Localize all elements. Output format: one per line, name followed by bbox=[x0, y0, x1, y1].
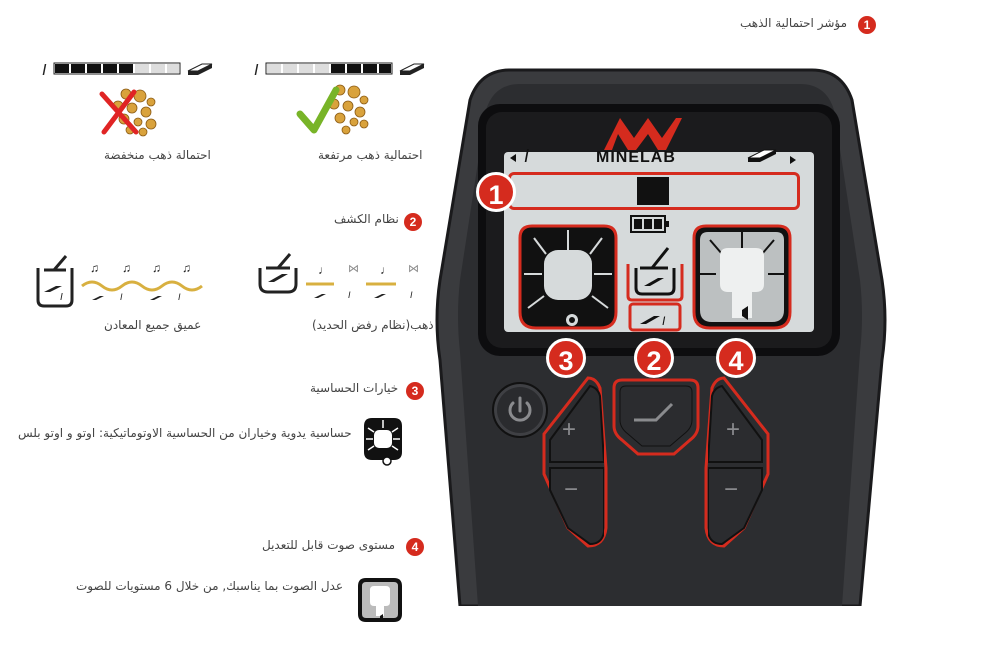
section-number-3: 3 bbox=[406, 382, 424, 400]
svg-text:I: I bbox=[254, 62, 259, 79]
svg-text:I: I bbox=[410, 290, 413, 300]
svg-text:♫: ♫ bbox=[90, 261, 99, 275]
sensitivity-plus-label: + bbox=[562, 416, 577, 443]
svg-text:⋈: ⋈ bbox=[408, 263, 419, 275]
gold-nuggets-check-icon bbox=[296, 84, 369, 135]
detect-mode-icon bbox=[634, 402, 674, 422]
volume-minus-button[interactable]: − bbox=[707, 466, 766, 546]
section-number-4: 4 bbox=[406, 538, 424, 556]
high-gold-indicator-bar: I bbox=[254, 62, 425, 79]
svg-text:♩: ♩ bbox=[380, 263, 392, 277]
lcd-gold-marker bbox=[747, 149, 796, 164]
svg-text:I: I bbox=[120, 292, 123, 302]
lcd-gold-probability-fill bbox=[637, 177, 669, 205]
volume-plus-button[interactable]: + bbox=[706, 384, 766, 464]
svg-text:♩: ♩ bbox=[318, 263, 330, 277]
volume-button-group bbox=[704, 376, 770, 548]
lcd-ferrous-marker: I bbox=[510, 146, 529, 166]
svg-text:♫: ♫ bbox=[122, 261, 131, 275]
sensitivity-description: حساسية يدوية وخياران من الحساسية الاوتوم… bbox=[18, 426, 352, 440]
svg-text:♫: ♫ bbox=[182, 261, 191, 275]
iron-reject-mode-icon: ♩ ♩ ⋈ ⋈ I I bbox=[258, 253, 419, 300]
deep-mode-icon: I ♫ ♫ ♫ ♫ I I bbox=[36, 255, 203, 308]
svg-text:I: I bbox=[524, 146, 529, 166]
volume-dial-icon bbox=[358, 578, 402, 622]
gold-nuggets-cross-icon bbox=[99, 88, 157, 137]
low-gold-caption: احتمالة ذهب منخفضة bbox=[104, 148, 211, 162]
svg-text:I: I bbox=[60, 292, 63, 303]
sensitivity-button-group bbox=[542, 376, 608, 548]
gold-indicator-title: مؤشر احتمالية الذهب bbox=[740, 16, 848, 30]
callout-badge-3: 3 bbox=[546, 338, 586, 378]
power-icon bbox=[508, 396, 532, 422]
sensitivity-dial-icon bbox=[364, 418, 402, 466]
deep-mode-caption: عميق جميع المعادن bbox=[104, 318, 202, 332]
lcd-detect-mode-indicator: I bbox=[626, 247, 684, 332]
lcd-gold-probability-bar bbox=[508, 172, 800, 210]
lcd-volume-dial bbox=[692, 224, 792, 330]
volume-description: عدل الصوت بما يناسبك, من خلال 6 مستويات … bbox=[76, 579, 344, 593]
iron-reject-mode-caption: ذهب(نظام رفض الحديد) bbox=[312, 318, 434, 332]
callout-badge-4: 4 bbox=[716, 338, 756, 378]
sensitivity-minus-label: − bbox=[564, 476, 579, 503]
svg-text:⋈: ⋈ bbox=[348, 263, 359, 275]
low-gold-indicator-bar: I bbox=[42, 62, 213, 79]
detect-mode-button[interactable] bbox=[612, 376, 700, 458]
volume-minus-label: − bbox=[724, 476, 739, 503]
battery-icon bbox=[630, 215, 669, 233]
svg-text:I: I bbox=[42, 62, 47, 79]
detect-mode-title: نظام الكشف bbox=[334, 212, 399, 226]
section-number-1: 1 bbox=[858, 16, 876, 34]
svg-text:I: I bbox=[178, 292, 181, 302]
sensitivity-minus-button[interactable]: − bbox=[546, 466, 605, 546]
svg-text:I: I bbox=[348, 290, 351, 300]
svg-text:♫: ♫ bbox=[152, 261, 161, 275]
high-gold-caption: احتمالية ذهب مرتفعة bbox=[318, 148, 423, 162]
callout-badge-2: 2 bbox=[634, 338, 674, 378]
volume-title: مستوى صوت قابل للتعديل bbox=[262, 538, 396, 552]
section-number-2: 2 bbox=[404, 213, 422, 231]
volume-plus-label: + bbox=[726, 416, 741, 443]
callout-badge-1: 1 bbox=[476, 172, 516, 212]
power-button[interactable] bbox=[492, 382, 548, 438]
minelab-logo bbox=[604, 118, 682, 150]
sensitivity-title: خيارات الحساسية bbox=[310, 381, 399, 395]
lcd-sensitivity-dial bbox=[518, 224, 618, 330]
svg-text:I: I bbox=[662, 314, 666, 328]
sensitivity-plus-button[interactable]: + bbox=[546, 384, 606, 464]
brand-label: MINELAB bbox=[596, 149, 676, 166]
